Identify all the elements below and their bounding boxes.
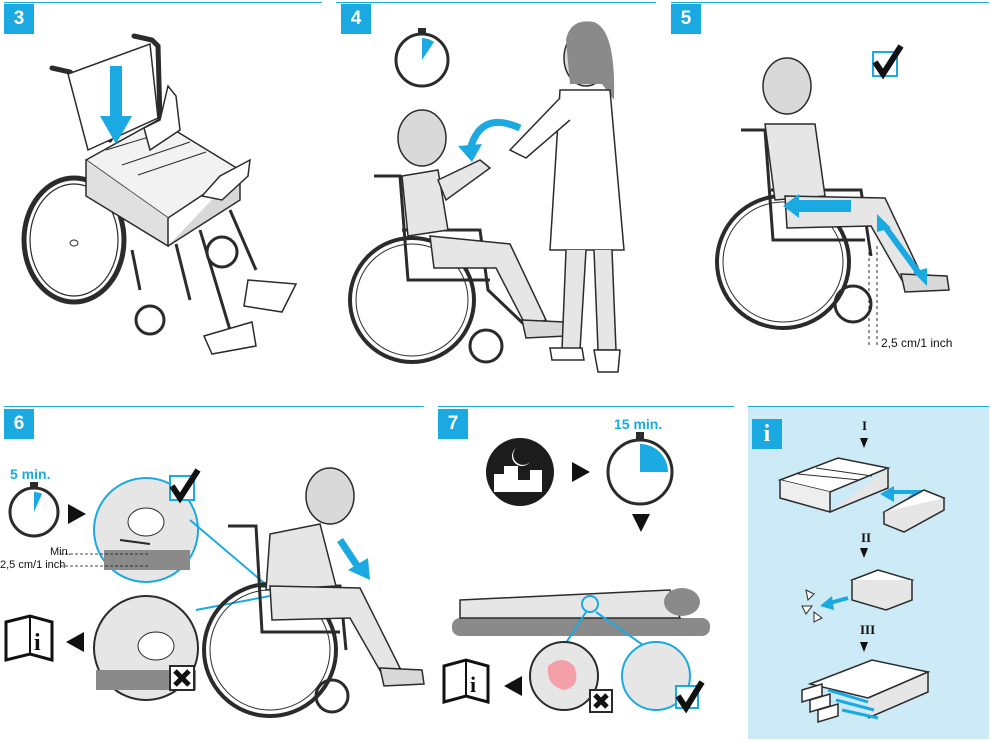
step-3-badge: 3 xyxy=(4,4,34,34)
cushion-assembly-illustration xyxy=(777,438,946,724)
step-6-badge: 6 xyxy=(4,409,34,439)
info-step-1-label: I xyxy=(862,418,868,433)
doctor-assisting-patient-illustration xyxy=(348,21,625,373)
step-5-clearance-label: 2,5 cm/1 inch xyxy=(881,336,953,350)
correct-seated-posture-illustration xyxy=(715,44,950,346)
wheelchair-cushion-placement-illustration xyxy=(21,33,298,355)
info-step-3-label: III xyxy=(860,622,876,637)
step-7-timer-label: 15 min. xyxy=(614,416,663,432)
pressure-check-illustration: i xyxy=(4,467,425,718)
step-6-timer-label: 5 min. xyxy=(10,466,51,482)
step-5-badge: 5 xyxy=(671,4,701,34)
step-6-clearance-label: 2,5 cm/1 inch xyxy=(0,559,66,571)
info-panel-badge: i xyxy=(752,419,782,449)
step-6-min-label: Min. xyxy=(50,546,71,558)
svg-text:i: i xyxy=(34,630,41,656)
step-7-badge: 7 xyxy=(438,409,468,439)
svg-text:i: i xyxy=(470,672,476,697)
lying-position-check-illustration: i xyxy=(442,432,710,714)
step-4-badge: 4 xyxy=(341,4,371,34)
info-step-2-label: II xyxy=(861,530,872,545)
